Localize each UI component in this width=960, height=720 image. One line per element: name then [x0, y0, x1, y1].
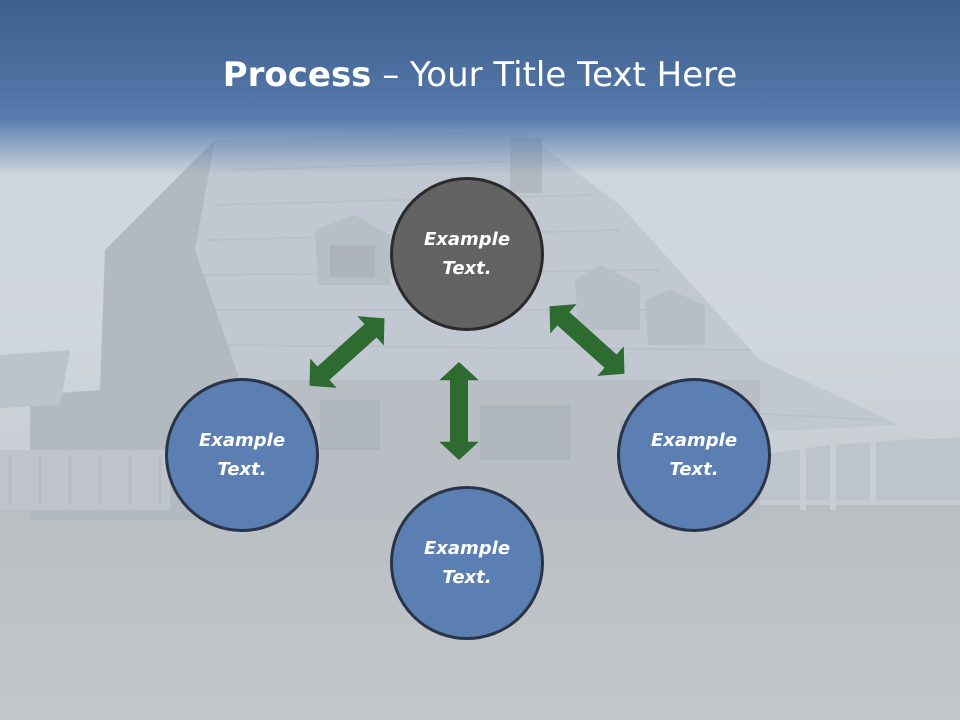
header-band: [0, 0, 960, 175]
node-bottom[interactable]: Example Text.: [390, 486, 544, 640]
slide-title: Process – Your Title Text Here: [0, 50, 960, 100]
node-right[interactable]: Example Text.: [617, 378, 771, 532]
title-bold: Process: [222, 55, 372, 95]
node-left[interactable]: Example Text.: [165, 378, 319, 532]
title-rest: – Your Title Text Here: [371, 55, 738, 95]
node-center-text: Example Text.: [423, 229, 511, 279]
node-bottom-text: Example Text.: [423, 538, 511, 588]
node-center[interactable]: Example Text.: [390, 177, 544, 331]
node-right-text: Example Text.: [650, 430, 738, 480]
node-left-text: Example Text.: [198, 430, 286, 480]
